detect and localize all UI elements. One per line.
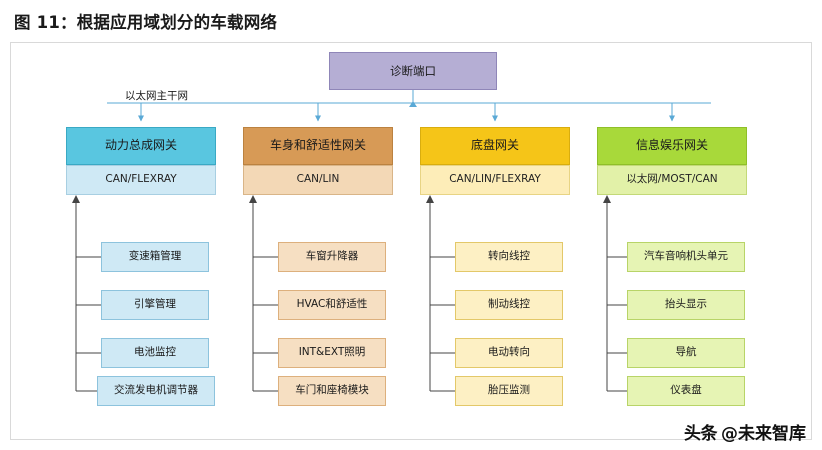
protocols-chassis: CAN/LIN/FLEXRAY bbox=[420, 165, 570, 195]
node-chassis-4[interactable]: 胎压监测 bbox=[455, 376, 563, 406]
gateway-chassis[interactable]: 底盘网关 bbox=[420, 127, 570, 165]
watermark-text: @未来智库 bbox=[721, 424, 806, 444]
node-powertrain-2[interactable]: 引擎管理 bbox=[101, 290, 209, 320]
node-info-4[interactable]: 仪表盘 bbox=[627, 376, 745, 406]
node-powertrain-3[interactable]: 电池监控 bbox=[101, 338, 209, 368]
node-powertrain-1[interactable]: 变速箱管理 bbox=[101, 242, 209, 272]
node-body-1[interactable]: 车窗升降器 bbox=[278, 242, 386, 272]
node-info-3[interactable]: 导航 bbox=[627, 338, 745, 368]
gateway-powertrain[interactable]: 动力总成网关 bbox=[66, 127, 216, 165]
gateway-infotainment[interactable]: 信息娱乐网关 bbox=[597, 127, 747, 165]
gateway-body-comfort[interactable]: 车身和舒适性网关 bbox=[243, 127, 393, 165]
watermark-logo: 头条 bbox=[684, 424, 718, 444]
node-body-3[interactable]: INT&EXT照明 bbox=[278, 338, 386, 368]
node-body-4[interactable]: 车门和座椅模块 bbox=[278, 376, 386, 406]
protocols-powertrain: CAN/FLEXRAY bbox=[66, 165, 216, 195]
node-info-1[interactable]: 汽车音响机头单元 bbox=[627, 242, 745, 272]
watermark: 头条 @未来智库 bbox=[684, 419, 806, 444]
protocols-body-comfort: CAN/LIN bbox=[243, 165, 393, 195]
page-title: 图 11：根据应用域划分的车载网络 bbox=[14, 13, 278, 32]
node-body-2[interactable]: HVAC和舒适性 bbox=[278, 290, 386, 320]
node-chassis-1[interactable]: 转向线控 bbox=[455, 242, 563, 272]
diagram-canvas: 以太网主干网 诊断端口 动力总成网关 CAN/FLEXRAY 变速箱管理 引擎管… bbox=[10, 42, 812, 440]
backbone-label: 以太网主干网 bbox=[125, 90, 188, 102]
node-powertrain-4[interactable]: 交流发电机调节器 bbox=[97, 376, 215, 406]
protocols-infotainment: 以太网/MOST/CAN bbox=[597, 165, 747, 195]
node-info-2[interactable]: 抬头显示 bbox=[627, 290, 745, 320]
node-chassis-2[interactable]: 制动线控 bbox=[455, 290, 563, 320]
figure-title-bar: 图 11：根据应用域划分的车载网络 bbox=[0, 0, 822, 42]
node-chassis-3[interactable]: 电动转向 bbox=[455, 338, 563, 368]
node-diagnostic-port[interactable]: 诊断端口 bbox=[329, 52, 497, 90]
